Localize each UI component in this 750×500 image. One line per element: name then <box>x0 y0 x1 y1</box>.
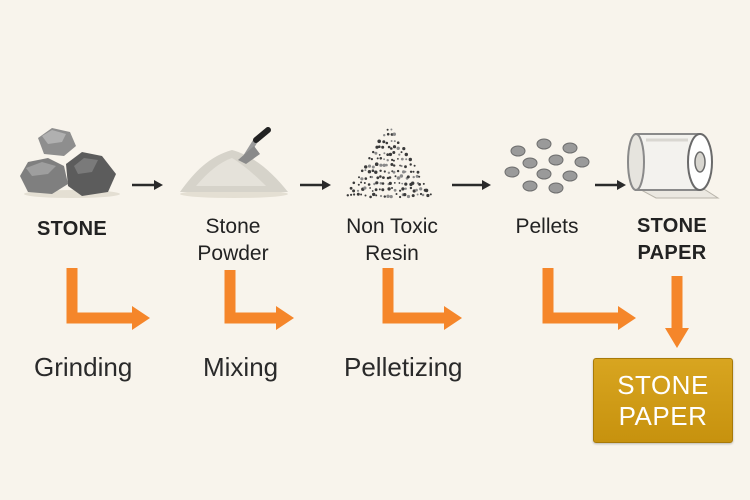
paper-roll-icon <box>627 133 720 199</box>
flow-arrow-1 <box>132 180 163 190</box>
pellets-icon <box>504 138 590 194</box>
step-label-stone-paper: STONE PAPER <box>636 215 708 264</box>
process-label-pelletizing: Pelletizing <box>344 352 463 382</box>
step-label-stone-powder: Stone Powder <box>197 215 269 265</box>
bend-arrow-mixing <box>224 270 294 330</box>
bend-arrow-pelletizing <box>382 268 462 330</box>
bend-arrow-pellets <box>542 268 636 330</box>
powder-pile-icon <box>180 127 288 198</box>
step-label-pellets: Pellets <box>515 215 579 238</box>
bend-arrow-grinding <box>66 268 150 330</box>
stones-icon <box>20 128 120 198</box>
flow-arrow-3 <box>452 180 491 190</box>
resin-granules-icon <box>346 128 432 199</box>
step-label-resin: Non Toxic Resin <box>346 215 438 265</box>
process-label-grinding: Grinding <box>34 352 133 382</box>
stone-paper-result-box: STONE PAPER <box>593 358 733 443</box>
flow-arrow-2 <box>300 180 331 190</box>
process-label-mixing: Mixing <box>203 352 279 382</box>
flow-arrow-4 <box>595 180 626 190</box>
down-arrow-stone-paper <box>665 276 689 348</box>
step-label-stone: STONE <box>36 218 108 240</box>
